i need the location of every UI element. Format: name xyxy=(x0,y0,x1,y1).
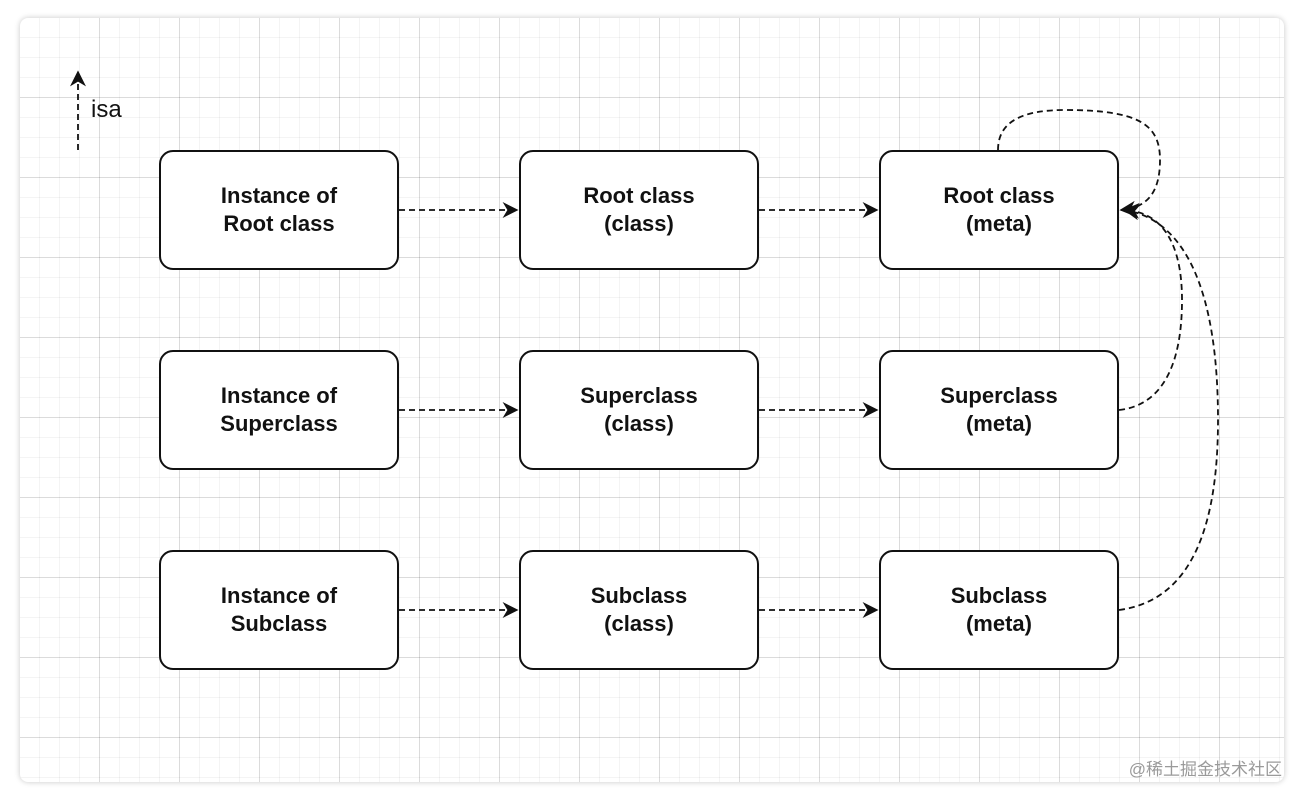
node-subclass-class[interactable]: Subclass (class) xyxy=(519,550,759,670)
node-root-class-class[interactable]: Root class (class) xyxy=(519,150,759,270)
node-line-1: Instance of xyxy=(220,583,338,608)
node-instance-of-superclass[interactable]: Instance of Superclass xyxy=(159,350,399,470)
node-line-1: Instance of xyxy=(220,183,338,208)
node-line-2: (meta) xyxy=(965,211,1032,236)
node-superclass-class[interactable]: Superclass (class) xyxy=(519,350,759,470)
node-line-2: (class) xyxy=(604,211,674,236)
node-root-class-meta[interactable]: Root class (meta) xyxy=(879,150,1119,270)
node-line-1: Superclass xyxy=(940,383,1058,408)
node-line-2: (class) xyxy=(604,611,674,636)
node-instance-of-root-class[interactable]: Instance of Root class xyxy=(159,150,399,270)
legend-isa-label: isa xyxy=(91,96,122,123)
node-line-1: Root class xyxy=(583,183,695,208)
node-subclass-meta[interactable]: Subclass (meta) xyxy=(879,550,1119,670)
node-instance-of-subclass[interactable]: Instance of Subclass xyxy=(159,550,399,670)
node-line-1: Superclass xyxy=(580,383,698,408)
node-line-2: (meta) xyxy=(965,411,1032,436)
node-line-2: Root class xyxy=(223,211,335,236)
node-line-1: Subclass xyxy=(950,583,1048,608)
node-line-2: Subclass xyxy=(230,611,328,636)
node-line-2: (class) xyxy=(604,411,674,436)
node-superclass-meta[interactable]: Superclass (meta) xyxy=(879,350,1119,470)
watermark-text: @稀土掘金技术社区 xyxy=(1128,760,1282,779)
node-line-1: Subclass xyxy=(590,583,688,608)
node-line-2: (meta) xyxy=(965,611,1032,636)
node-line-2: Superclass xyxy=(220,411,338,436)
node-line-1: Instance of xyxy=(220,383,338,408)
node-line-1: Root class xyxy=(943,183,1055,208)
